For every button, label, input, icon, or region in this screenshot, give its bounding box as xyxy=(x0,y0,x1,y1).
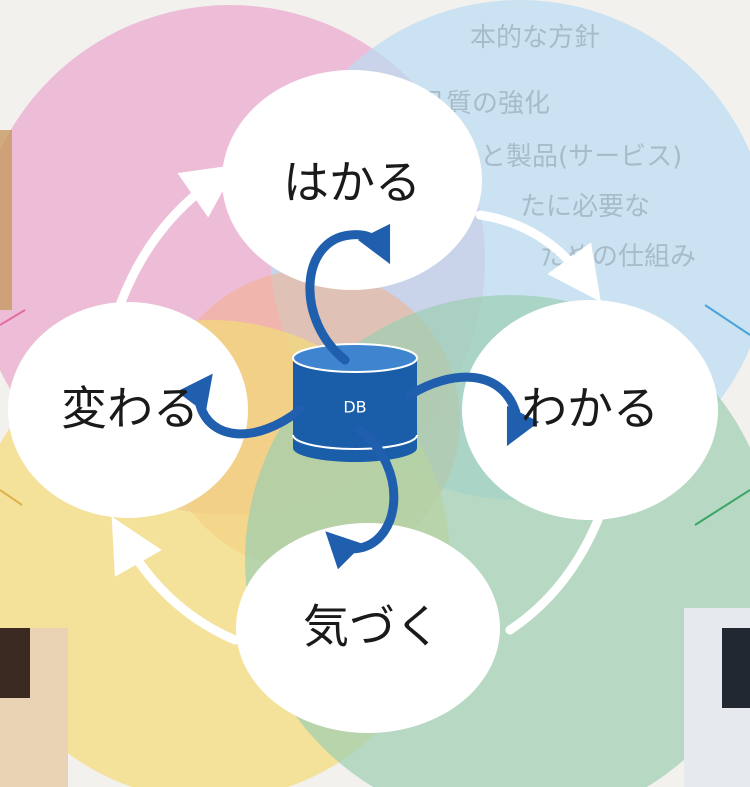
node-left xyxy=(8,302,248,518)
db-arrow-bottom xyxy=(325,425,399,570)
photo-right-bottom-device xyxy=(722,628,750,708)
bg-text-line: と製品(サービス) xyxy=(480,142,682,172)
db-arrow-left xyxy=(176,373,305,439)
database-body xyxy=(293,358,417,462)
bg-text-line: 本的な方針 xyxy=(470,23,600,53)
accent-line xyxy=(0,309,26,326)
photo-left-bottom-hair xyxy=(0,628,30,698)
db-arrows xyxy=(176,223,540,570)
nodes xyxy=(8,70,718,733)
cycle-arrow-top-right xyxy=(475,210,601,302)
db-label: DB xyxy=(343,398,366,417)
cycle-arrow-bottom-left xyxy=(111,516,240,645)
photo-left-top xyxy=(0,130,12,310)
accent-line xyxy=(0,489,23,506)
database-icon: DB xyxy=(292,343,418,462)
node-label-bottom: 気づく xyxy=(303,600,441,654)
node-top xyxy=(222,70,482,290)
node-label-top: はかる xyxy=(283,156,421,210)
photo-fragments xyxy=(0,130,750,787)
database-top xyxy=(292,343,418,373)
background-text: 本的な方針 品質の強化 と製品(サービス) たに必要な ための仕組み xyxy=(420,23,696,272)
accent-line xyxy=(704,304,750,336)
cycle-arrow-left-top xyxy=(115,164,238,310)
database-rim xyxy=(292,434,418,450)
cycle-arrows xyxy=(111,164,605,645)
cycle-arrow-right-bottom xyxy=(505,510,605,635)
node-label-left: 変わる xyxy=(61,382,199,436)
node-label-right: わかる xyxy=(521,382,659,436)
accent-line xyxy=(694,489,750,526)
db-arrow-right xyxy=(405,372,540,447)
node-bottom xyxy=(236,523,500,733)
db-arrow-top xyxy=(305,223,391,365)
bg-text-line: たに必要な xyxy=(520,192,650,222)
node-right xyxy=(462,300,718,520)
